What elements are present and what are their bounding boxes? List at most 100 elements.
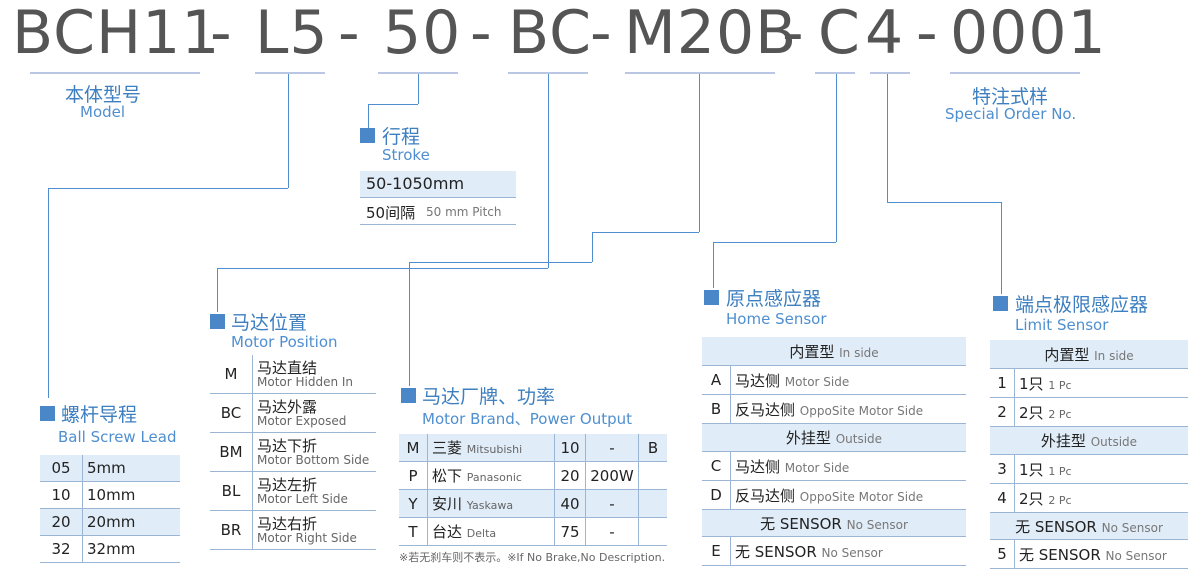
table-row: 外挂型 Outside <box>702 423 966 452</box>
brand-cn: 安川 <box>432 495 463 513</box>
connector-home <box>713 242 714 288</box>
section-marker-icon <box>360 128 375 143</box>
connector-motor <box>699 74 700 232</box>
brand-code: Y <box>399 489 428 518</box>
power-code: 20 <box>554 461 586 490</box>
limit-code: 3 <box>990 454 1015 484</box>
connector-motorpos <box>217 268 548 269</box>
limit-inside-cn: 内置型 <box>1044 345 1090 364</box>
connector-limit <box>887 202 1001 203</box>
connector-stroke <box>368 104 369 130</box>
brand-en: Mitsubishi <box>466 443 523 456</box>
code-motor-pos: BC <box>508 0 593 68</box>
model-label-en: Model <box>80 103 126 121</box>
code-dash: - <box>338 0 361 68</box>
motorpos-code: M <box>210 355 253 394</box>
connector-motor <box>409 262 592 263</box>
stroke-pitch-en: 50 mm Pitch <box>426 205 502 219</box>
limit-code: 5 <box>990 539 1015 569</box>
brake-code: B <box>638 434 667 462</box>
lead-code: 05 <box>40 455 83 482</box>
motorpos-en: Motor Hidden In <box>257 374 354 389</box>
limit-en: No Sensor <box>1105 548 1167 563</box>
code-dash: - <box>210 0 233 68</box>
motorpos-code: BC <box>210 393 253 433</box>
code-home: C <box>818 0 861 68</box>
limit-none-en: No Sensor <box>1101 520 1163 535</box>
stroke-pitch-cn: 50间隔 <box>366 204 416 222</box>
lead-code: 32 <box>40 535 83 563</box>
home-en: No Sensor <box>821 545 883 560</box>
lead-title-cn: 螺杆导程 <box>61 404 138 426</box>
code-lead: L5 <box>255 0 329 68</box>
table-row: 无 SENSOR No Sensor <box>990 512 1188 540</box>
limit-cn: 2只 <box>1019 489 1044 508</box>
home-cn: 反马达侧 <box>735 486 796 505</box>
underline-motorpos <box>508 72 588 74</box>
motorpos-title-cn: 马达位置 <box>231 312 308 334</box>
table-row: 外挂型 Outside <box>990 426 1188 455</box>
lead-title-en: Ball Screw Lead <box>58 428 177 446</box>
brand-en: Panasonic <box>466 471 522 484</box>
connector-limit <box>1001 202 1002 294</box>
lead-value: 32mm <box>82 535 180 563</box>
home-none-en: No Sensor <box>846 517 908 532</box>
brand-cn: 三菱 <box>432 439 463 457</box>
limit-code: 2 <box>990 397 1015 427</box>
motorpos-en: Motor Bottom Side <box>257 452 370 467</box>
stroke-title-en: Stroke <box>382 146 430 164</box>
table-row: M 三菱 Mitsubishi 10 - B <box>399 434 667 462</box>
home-cn: 无 SENSOR <box>735 542 817 561</box>
connector-lead <box>288 74 289 188</box>
motorpos-cn: 马达左折 <box>257 475 318 494</box>
power-code: 40 <box>554 489 586 518</box>
motorpos-title-en: Motor Position <box>231 333 338 351</box>
section-marker-icon <box>40 406 55 421</box>
special-label-en: Special Order No. <box>945 105 1077 123</box>
brand-en: Delta <box>466 527 497 540</box>
underline-limit <box>870 72 910 74</box>
limit-cn: 1只 <box>1019 460 1044 479</box>
home-en: Motor Side <box>784 374 850 389</box>
motorbrand-table: M 三菱 Mitsubishi 10 - B P 松下 Panasonic 20… <box>399 434 667 546</box>
brand-cn: 松下 <box>432 467 463 485</box>
table-row: 无 SENSOR No Sensor <box>702 509 966 537</box>
brake-code <box>638 489 667 518</box>
underline-lead <box>255 72 325 74</box>
lead-value: 5mm <box>82 455 180 482</box>
connector-limit <box>887 74 888 202</box>
section-marker-icon <box>210 314 225 329</box>
section-marker-icon <box>993 296 1008 311</box>
home-code: B <box>702 394 731 424</box>
connector-lead <box>48 188 49 398</box>
motorpos-code: BR <box>210 510 253 550</box>
code-stroke: 50 <box>383 0 462 68</box>
home-none-cn: 无 SENSOR <box>760 514 842 533</box>
home-inside-en: In side <box>839 345 879 360</box>
home-code: D <box>702 480 731 510</box>
limit-inside-en: In side <box>1094 348 1134 363</box>
motorpos-cn: 马达直结 <box>257 358 318 377</box>
connector-motor <box>592 232 699 233</box>
brand-code: P <box>399 461 428 490</box>
underline-stroke <box>378 72 458 74</box>
power-code: 10 <box>554 434 586 462</box>
table-row: P 松下 Panasonic 20 200W <box>399 461 667 490</box>
power-code: 75 <box>554 517 586 546</box>
table-row: Y 安川 Yaskawa 40 - <box>399 489 667 518</box>
motorpos-code: BL <box>210 471 253 511</box>
section-marker-icon <box>704 290 719 305</box>
motorpos-code: BM <box>210 432 253 472</box>
